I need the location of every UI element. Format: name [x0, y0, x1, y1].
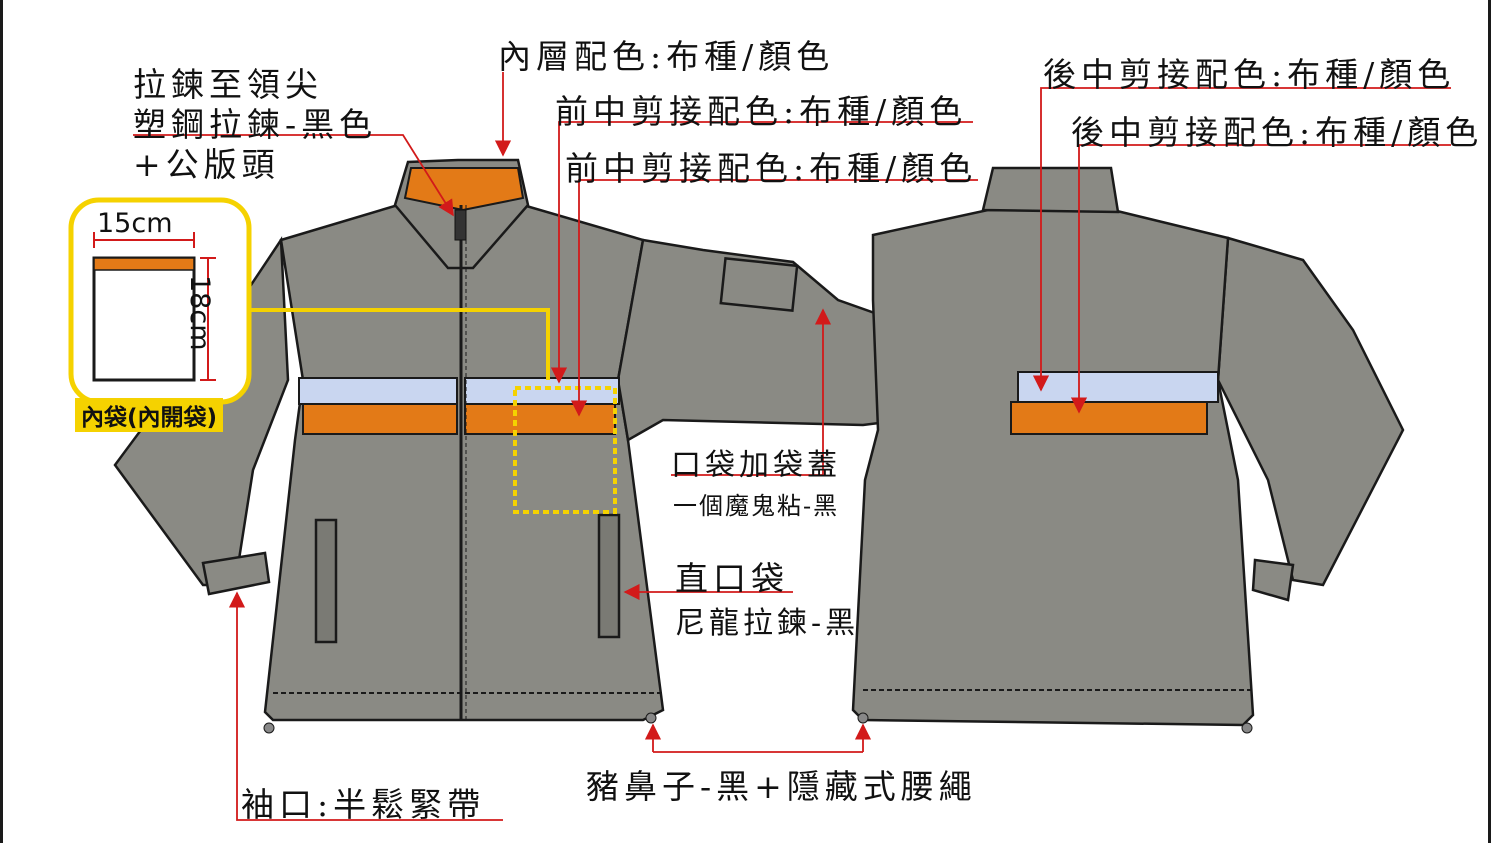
cord-stopper-right — [645, 712, 657, 724]
callout-front-center-1 — [550, 121, 973, 384]
back-right-sleeve — [1216, 236, 1405, 587]
sleeve-pocket — [719, 256, 799, 313]
front-center-label-1: 前中剪接配色:布種/顏色 — [555, 92, 968, 131]
callout-lines — [133, 72, 1451, 821]
pocket-width-label: 15cm — [97, 208, 173, 239]
cuff-label: 袖口:半鬆緊帶 — [241, 785, 486, 824]
cord-stopper-left — [263, 722, 275, 734]
front-center-label-2: 前中剪接配色:布種/顏色 — [565, 149, 978, 188]
back-cord-stopper-right — [1241, 722, 1253, 734]
callout-zipper — [133, 134, 454, 217]
back-jacket — [851, 166, 1405, 734]
pocket-flap-sub: 一個魔鬼粘-黑 — [673, 492, 840, 520]
inner-pocket-body — [92, 256, 196, 382]
zipper-pull — [454, 209, 467, 241]
front-stripe-orange-left — [302, 403, 458, 435]
back-center-label-2: 後中剪接配色:布種/顏色 — [1071, 113, 1484, 152]
front-vertical-pocket-left — [314, 518, 338, 644]
front-left-cuff — [201, 551, 271, 596]
hem-cord-label: 豬鼻子-黑+隱藏式腰繩 — [586, 767, 977, 806]
vertical-pocket-sub: 尼龍拉鍊-黑 — [675, 606, 860, 641]
vertical-pocket-title: 直口袋 — [675, 559, 789, 598]
inner-pocket-detail — [68, 197, 550, 405]
back-body — [851, 208, 1255, 727]
zipper-label-line2: 塑鋼拉鍊-黑色 — [133, 105, 378, 144]
callout-back-center-1 — [1032, 87, 1451, 392]
back-stripe-orange — [1010, 401, 1208, 435]
pocket-flap-title: 口袋加袋蓋 — [671, 448, 841, 483]
front-stripe-light-left — [298, 377, 458, 405]
back-cord-stopper-left — [857, 712, 869, 724]
pocket-height-label: 18cm — [184, 275, 215, 351]
back-collar — [981, 166, 1120, 214]
inner-pocket-label: 內袋(內開袋) — [75, 398, 224, 432]
callout-cuff — [228, 591, 503, 821]
inner-pocket-top-trim — [93, 257, 195, 271]
zipper-label-line3: +公版頭 — [133, 145, 280, 184]
front-stripe-orange-right — [464, 403, 616, 435]
jacket-diagram — [68, 72, 1451, 821]
back-center-label-1: 後中剪接配色:布種/顏色 — [1043, 55, 1456, 94]
inner-layer-label: 內層配色:布種/顏色 — [498, 37, 835, 76]
callout-back-center-2 — [1070, 144, 1451, 414]
inner-pocket-leader — [249, 308, 550, 380]
front-vertical-pocket-right — [597, 513, 621, 639]
back-stripe-light — [1017, 371, 1219, 403]
front-stripe-light-right — [464, 377, 620, 405]
inner-pocket-outline — [513, 386, 617, 514]
callout-front-center-2 — [570, 179, 978, 417]
zipper-label-line1: 拉鍊至領尖 — [133, 65, 323, 104]
back-right-cuff — [1251, 558, 1295, 602]
callout-pocket-flap — [671, 308, 832, 476]
